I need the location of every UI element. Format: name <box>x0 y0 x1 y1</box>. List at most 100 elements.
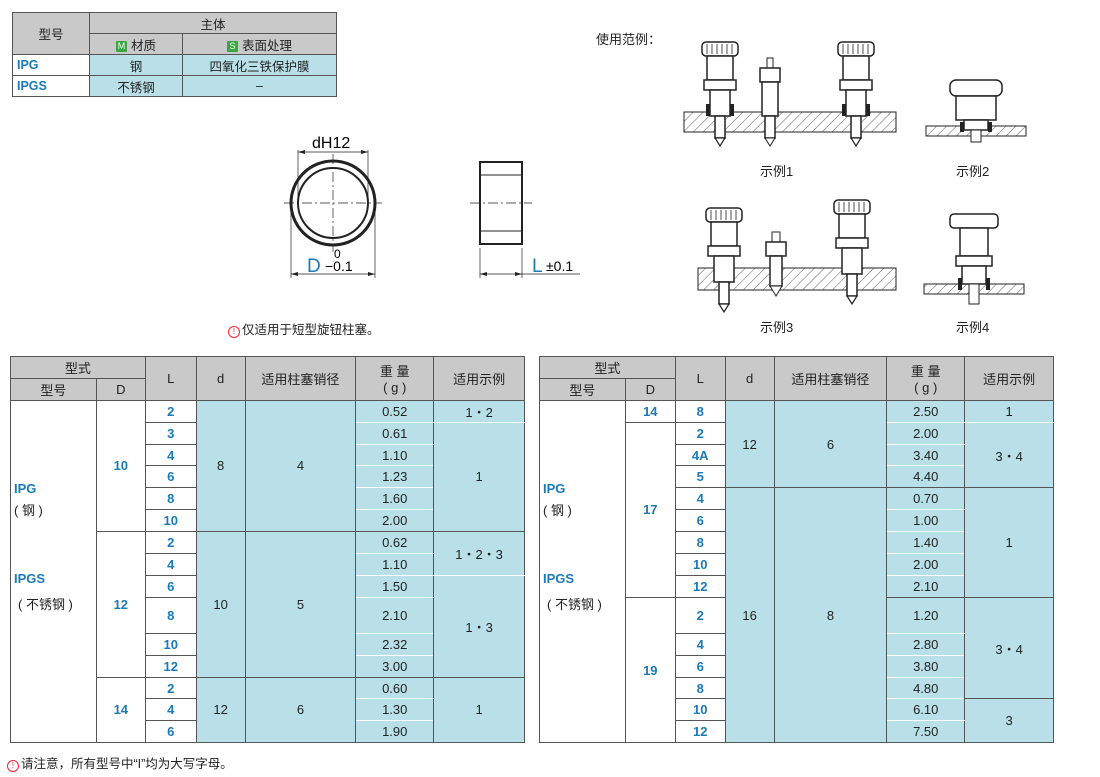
L-cell: 8 <box>674 676 726 700</box>
weight-cell: 1.60 <box>355 487 435 511</box>
L-cell: 6 <box>674 654 726 678</box>
L-cell: 10 <box>144 509 197 533</box>
weight-cell: 2.80 <box>886 633 966 656</box>
L-cell: 2 <box>674 421 726 445</box>
D-tolerance-upper: 0 <box>334 247 341 261</box>
weight-cell: 0.60 <box>355 677 435 700</box>
L-cell: 4 <box>674 487 726 511</box>
weight-cell: 2.00 <box>886 553 966 576</box>
header-pin: 适用柱塞销径 <box>244 356 357 401</box>
example-cell: 1・2・3 <box>433 531 525 576</box>
model-label-cell: IPG ( 钢 ) IPGS ( 不锈钢 ) <box>10 400 97 744</box>
weight-cell: 4.80 <box>886 677 966 700</box>
weight-cell: 1.50 <box>355 575 435 598</box>
D-cell: 14 <box>95 676 146 744</box>
example-cell: 3・4 <box>964 422 1054 489</box>
L-dimension-label: L <box>532 256 543 277</box>
weight-cell: 1.23 <box>355 465 435 489</box>
L-cell: 8 <box>674 531 726 555</box>
spec-table-left: 型式 L d 适用柱塞销径 重 量( g ) 适用示例 型号 D IPG ( 钢… <box>10 356 525 744</box>
L-cell: 6 <box>674 509 726 533</box>
D-cell: 14 <box>624 399 676 423</box>
header-example: 适用示例 <box>433 356 525 401</box>
D-cell: 12 <box>95 531 146 678</box>
L-cell: 2 <box>144 531 197 555</box>
weight-cell: 2.10 <box>886 575 966 598</box>
L-cell: 8 <box>674 399 726 423</box>
surface-badge-icon: S <box>226 40 238 52</box>
header-L: L <box>674 356 726 401</box>
model-label-cell: IPG ( 钢 ) IPGS ( 不锈钢 ) <box>539 400 626 744</box>
examples-title: 使用范例： <box>596 32 662 47</box>
header-d: d <box>724 356 775 401</box>
weight-cell: 0.52 <box>355 400 435 423</box>
d-cell: 8 <box>195 400 246 533</box>
material-row: IPG 钢 四氧化三铁保护膜 <box>12 54 337 76</box>
weight-cell: 3.00 <box>355 655 435 678</box>
L-cell: 8 <box>144 596 197 634</box>
weight-cell: 1.40 <box>886 531 966 555</box>
L-cell: 10 <box>674 553 726 576</box>
D-cell: 19 <box>624 596 676 744</box>
D-cell: 17 <box>624 421 676 598</box>
header-model: 型号 <box>10 377 97 401</box>
pin-cell: 8 <box>773 487 888 744</box>
D-cell: 10 <box>95 399 146 533</box>
example-cell: 3・4 <box>964 597 1054 700</box>
d-cell: 12 <box>195 677 246 744</box>
header-body: 主体 <box>89 12 337 34</box>
example-cell: 1 <box>964 487 1054 598</box>
L-tolerance: ±0.1 <box>546 258 573 274</box>
spec-table-right: 型式 L d 适用柱塞销径 重 量( g ) 适用示例 型号 D IPG ( 钢… <box>539 356 1054 744</box>
washer-drawing: dH12 D 0 −0.1 L ±0.1 <box>284 135 580 278</box>
pin-cell: 4 <box>244 400 357 533</box>
header-example: 适用示例 <box>964 356 1054 401</box>
header-type: 型式 <box>10 356 146 379</box>
header-pin: 适用柱塞销径 <box>773 356 888 401</box>
example-cell: 1・3 <box>433 575 525 678</box>
d-dimension-label: dH12 <box>312 135 350 152</box>
example-caption-2: 示例2 <box>956 164 990 179</box>
pin-cell: 6 <box>244 677 357 744</box>
weight-cell: 0.62 <box>355 531 435 555</box>
header-type: 型式 <box>539 356 676 379</box>
header-d: d <box>195 356 246 401</box>
L-cell: 5 <box>674 465 726 489</box>
header-D: D <box>624 377 676 401</box>
D-tolerance-lower: −0.1 <box>325 258 353 274</box>
weight-cell: 1.20 <box>886 597 966 634</box>
L-cell: 10 <box>144 632 197 656</box>
weight-cell: 1.30 <box>355 698 435 722</box>
example-caption-4: 示例4 <box>956 320 990 335</box>
example-cell: 1 <box>433 422 525 533</box>
example-cell: 1・2 <box>433 400 525 423</box>
footnote: !请注意，所有型号中“I”均为大写字母。 <box>7 753 233 772</box>
L-cell: 3 <box>144 421 197 445</box>
d-cell: 12 <box>724 400 775 489</box>
weight-cell: 3.80 <box>886 655 966 678</box>
pin-cell: 6 <box>773 400 888 489</box>
example-cell: 3 <box>964 698 1054 744</box>
header-model: 型号 <box>539 377 626 401</box>
L-cell: 6 <box>144 720 197 744</box>
L-cell: 4 <box>144 443 197 467</box>
drawing-note: !仅适用于短型旋钮柱塞。 <box>228 319 380 338</box>
L-cell: 6 <box>144 465 197 489</box>
header-L: L <box>144 356 197 401</box>
weight-cell: 2.32 <box>355 633 435 656</box>
example-cell: 1 <box>433 677 525 744</box>
L-cell: 6 <box>144 574 197 598</box>
weight-cell: 2.00 <box>886 422 966 445</box>
L-cell: 4 <box>144 698 197 722</box>
d-cell: 10 <box>195 531 246 678</box>
D-dimension-label: D <box>307 256 321 277</box>
warning-icon: ! <box>7 760 19 772</box>
L-cell: 2 <box>674 596 726 634</box>
weight-cell: 3.40 <box>886 444 966 467</box>
L-cell: 4 <box>144 553 197 576</box>
weight-cell: 7.50 <box>886 720 966 744</box>
header-weight: 重 量( g ) <box>886 356 966 401</box>
L-cell: 10 <box>674 698 726 722</box>
